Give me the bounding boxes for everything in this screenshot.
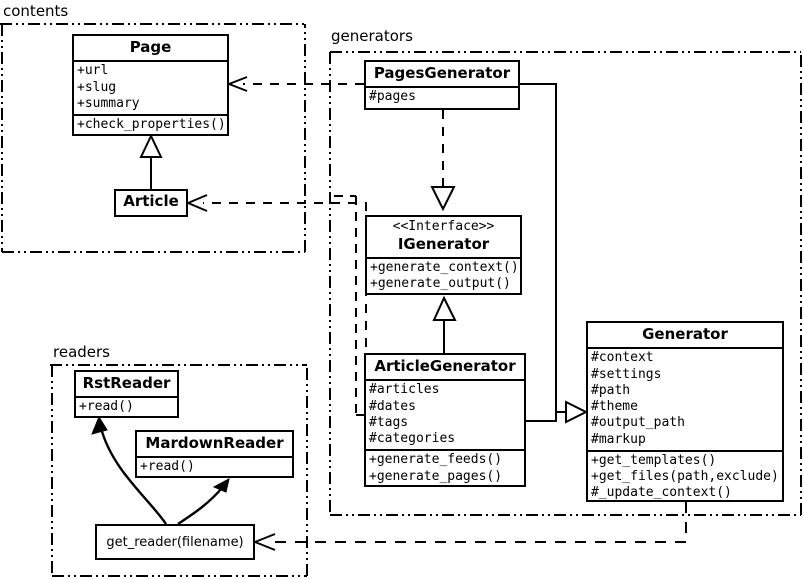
attribute-row: #path <box>591 382 631 398</box>
line-articlegenerator-uses-article <box>187 194 367 415</box>
line-pagesgenerator-realizes-igenerator <box>430 110 456 212</box>
attribute-row: #categories <box>369 431 456 446</box>
attributes-compartment-generator: #context #settings #path #theme #output_… <box>588 347 782 450</box>
line-article-inherits-page <box>139 133 163 189</box>
operations-compartment-articlegenerator: +generate_feeds() +generate_pages() <box>366 449 524 487</box>
class-box-mardownreader[interactable]: MardownReader +read() <box>135 430 294 478</box>
class-name-articlegenerator: ArticleGenerator <box>374 357 516 375</box>
class-name-mardownreader: MardownReader <box>145 434 284 452</box>
operation-row: +get_files(path,exclude) <box>591 469 779 484</box>
class-box-articlegenerator[interactable]: ArticleGenerator #articles #dates #tags … <box>364 353 526 487</box>
attributes-compartment-pagesgenerator: #pages <box>366 86 518 107</box>
line-get-reader-returns-mardownreader <box>177 478 230 525</box>
operation-row: +read() <box>79 399 134 415</box>
class-name-igenerator: IGenerator <box>397 234 490 253</box>
package-label-generators: generators <box>331 27 413 45</box>
attribute-row: #dates <box>369 398 416 414</box>
class-name-page: Page <box>129 38 172 56</box>
attribute-row: #settings <box>591 366 662 382</box>
attribute-row: #context <box>591 350 654 366</box>
operations-compartment-igenerator: +generate_context() +generate_output() <box>367 257 520 295</box>
operation-row: +read() <box>140 459 195 475</box>
class-box-generator[interactable]: Generator #context #settings #path #them… <box>586 321 784 502</box>
stereotype-igenerator: <<Interface>> <box>392 219 495 234</box>
line-generator-uses-get-reader <box>254 502 687 551</box>
operation-row: +generate_output() <box>370 276 511 292</box>
operation-row: +get_templates() <box>591 452 717 468</box>
attribute-row: #pages <box>369 89 416 105</box>
class-name-rstreader: RstReader <box>82 374 171 392</box>
operation-row: +generate_feeds() <box>369 452 503 468</box>
class-box-page[interactable]: Page +url +slug +summary +check_properti… <box>72 34 229 136</box>
line-pagesgenerator-inherits-generator <box>520 83 570 413</box>
function-label-get-reader: get_reader(filename) <box>106 534 244 550</box>
attribute-row: #articles <box>369 382 440 398</box>
operations-compartment-rstreader: +read() <box>76 396 177 417</box>
operations-compartment-mardownreader: +read() <box>137 456 292 477</box>
class-name-pagesgenerator: PagesGenerator <box>373 64 511 82</box>
class-box-igenerator[interactable]: <<Interface>> IGenerator +generate_conte… <box>365 215 522 295</box>
operation-row: #_update_context() <box>591 485 732 501</box>
package-inner-divider-generators <box>334 195 366 416</box>
attribute-row: +url <box>77 63 109 79</box>
package-label-contents: contents <box>3 2 69 20</box>
function-box-get-reader[interactable]: get_reader(filename) <box>95 524 255 560</box>
operation-row: +generate_pages() <box>369 468 503 484</box>
line-articlegenerator-inherits-generator <box>526 400 589 424</box>
operations-compartment-page: +check_properties() <box>74 114 227 135</box>
line-articlegenerator-inherits-igenerator <box>432 295 457 353</box>
package-label-readers: readers <box>53 343 110 361</box>
line-pagesgenerator-uses-page <box>228 76 364 92</box>
attributes-compartment-page: +url +slug +summary <box>74 60 227 114</box>
operation-row: +generate_context() <box>370 260 519 276</box>
class-box-article[interactable]: Article <box>114 189 188 217</box>
attribute-row: #markup <box>591 431 646 447</box>
attribute-row: +summary <box>77 95 140 111</box>
operation-row: +check_properties() <box>77 117 226 132</box>
class-box-rstreader[interactable]: RstReader +read() <box>74 370 179 418</box>
attribute-row: #tags <box>369 414 409 430</box>
class-name-generator: Generator <box>642 325 728 343</box>
class-name-article: Article <box>123 192 179 210</box>
operations-compartment-generator: +get_templates() +get_files(path,exclude… <box>588 449 782 504</box>
attribute-row: #theme <box>591 399 638 414</box>
attributes-compartment-articlegenerator: #articles #dates #tags #categories <box>366 379 524 449</box>
attribute-row: +slug <box>77 79 117 95</box>
attribute-row: #output_path <box>591 415 685 431</box>
class-box-pagesgenerator[interactable]: PagesGenerator #pages <box>364 60 520 110</box>
